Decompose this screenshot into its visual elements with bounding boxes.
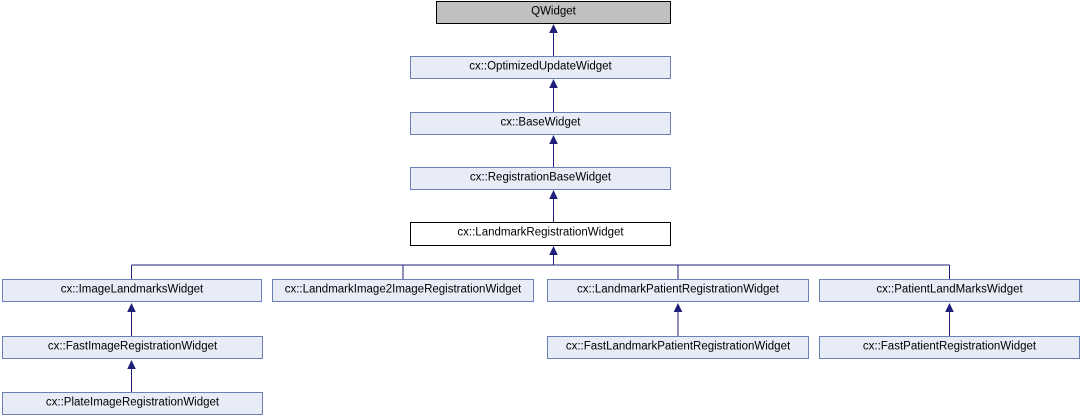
edge-plateimageregistrationwidget-to-fastimageregistrationwidget: [127, 360, 136, 392]
node-landmarkpatientregistrationwidget-label: cx::LandmarkPatientRegistrationWidget: [577, 283, 779, 296]
edge-basewidget-to-optimizedupdatewidget: [549, 79, 558, 112]
node-qwidget[interactable]: QWidget: [436, 1, 671, 24]
node-landmarkimage2imageregistrationwidget[interactable]: cx::LandmarkImage2ImageRegistrationWidge…: [272, 279, 534, 302]
node-imagelandmarkswidget[interactable]: cx::ImageLandmarksWidget: [2, 279, 262, 302]
node-fastlandmarkpatientregistrationwidget-label: cx::FastLandmarkPatientRegistrationWidge…: [565, 340, 791, 353]
edge-optimizedupdatewidget-to-qwidget: [549, 24, 558, 56]
node-patientlandmarkswidget[interactable]: cx::PatientLandMarksWidget: [819, 279, 1080, 302]
node-landmarkpatientregistrationwidget[interactable]: cx::LandmarkPatientRegistrationWidget: [547, 279, 809, 302]
edge-registrationbasewidget-to-basewidget: [549, 135, 558, 167]
node-fastpatientregistrationwidget-label: cx::FastPatientRegistrationWidget: [862, 340, 1037, 353]
node-optimizedupdatewidget[interactable]: cx::OptimizedUpdateWidget: [410, 56, 671, 79]
node-registrationbasewidget[interactable]: cx::RegistrationBaseWidget: [410, 167, 671, 190]
node-plateimageregistrationwidget[interactable]: cx::PlateImageRegistrationWidget: [2, 392, 263, 415]
edge-fastimageregistrationwidget-to-imagelandmarkswidget: [127, 303, 136, 336]
node-fastpatientregistrationwidget[interactable]: cx::FastPatientRegistrationWidget: [819, 336, 1080, 359]
edge-landmarkregistrationwidget-to-registrationbasewidget: [549, 190, 558, 222]
node-plateimageregistrationwidget-label: cx::PlateImageRegistrationWidget: [45, 396, 220, 409]
node-fastimageregistrationwidget[interactable]: cx::FastImageRegistrationWidget: [2, 336, 263, 359]
edge-fastlandmarkpatientregistrationwidget-to-landmarkpatientregistrationwidget: [673, 303, 683, 336]
node-optimizedupdatewidget-label: cx::OptimizedUpdateWidget: [469, 60, 612, 73]
node-landmarkregistrationwidget[interactable]: cx::LandmarkRegistrationWidget: [410, 222, 671, 246]
node-landmarkimage2imageregistrationwidget-label: cx::LandmarkImage2ImageRegistrationWidge…: [284, 283, 522, 296]
node-imagelandmarkswidget-label: cx::ImageLandmarksWidget: [60, 283, 204, 296]
node-fastimageregistrationwidget-label: cx::FastImageRegistrationWidget: [47, 340, 218, 353]
node-fastlandmarkpatientregistrationwidget[interactable]: cx::FastLandmarkPatientRegistrationWidge…: [547, 336, 809, 359]
node-landmarkregistrationwidget-label: cx::LandmarkRegistrationWidget: [457, 226, 624, 239]
edge-fastpatientregistrationwidget-to-patientlandmarkswidget: [945, 303, 954, 336]
edge-bus-landmarkregistrationwidget-children: [130, 246, 951, 279]
node-patientlandmarkswidget-label: cx::PatientLandMarksWidget: [876, 283, 1023, 296]
node-basewidget[interactable]: cx::BaseWidget: [410, 112, 671, 135]
node-registrationbasewidget-label: cx::RegistrationBaseWidget: [469, 171, 612, 184]
node-basewidget-label: cx::BaseWidget: [500, 116, 581, 129]
node-qwidget-label: QWidget: [531, 5, 576, 18]
